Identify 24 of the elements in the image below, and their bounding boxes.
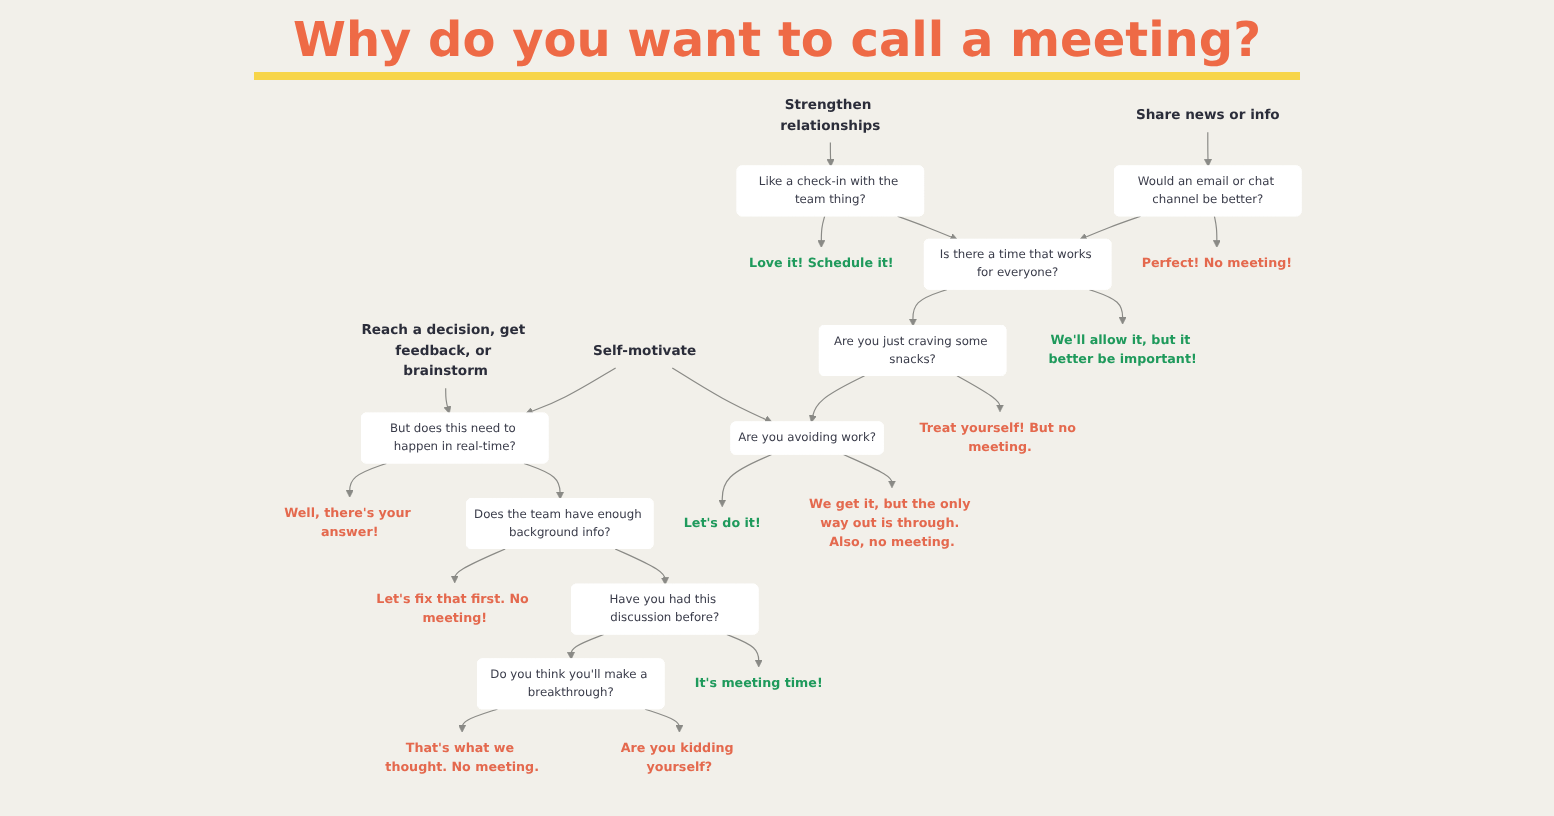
arrow [908, 289, 947, 327]
arrow [566, 633, 604, 660]
arrow [457, 708, 498, 733]
arrow [717, 453, 772, 508]
arrow [816, 215, 825, 248]
arrow [725, 633, 762, 668]
arrow [522, 462, 564, 500]
arrow [841, 453, 896, 489]
arrow [808, 375, 865, 423]
arrow [896, 215, 958, 241]
arrow [613, 548, 669, 586]
arrow [670, 367, 772, 424]
arrow [1078, 215, 1141, 241]
arrow [442, 387, 451, 414]
arrow [825, 141, 834, 167]
arrow [1087, 289, 1126, 325]
arrow [1211, 215, 1220, 248]
arrow [449, 548, 505, 584]
arrow [643, 708, 683, 733]
arrow [524, 367, 616, 415]
arrow [344, 462, 387, 498]
title: Why do you want to call a meeting? [253, 12, 1301, 80]
arrow [1203, 131, 1212, 167]
arrow [955, 375, 1004, 413]
